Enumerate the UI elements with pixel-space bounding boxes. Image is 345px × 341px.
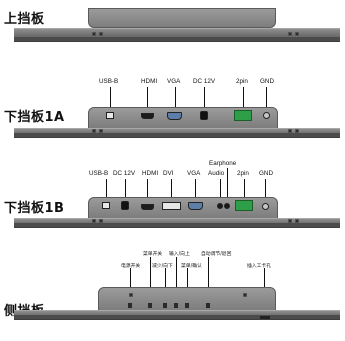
leader-line [175,87,176,109]
hdmi-port [141,204,154,210]
dc-12v-jack [121,201,129,210]
port-label-gnd: GND [260,78,274,85]
screw [288,219,292,223]
port-label-2pin: 2pin [237,170,249,177]
bottom-panel-1b-title: 下挡板1B [4,201,65,216]
leader-line [227,168,228,200]
hdmi-port [141,113,154,119]
top-panel-title: 上挡板 [4,12,45,27]
bottom-panel-1a-body [14,128,340,138]
port-label-audio: Audio [208,170,225,177]
leader-line [106,179,107,200]
leader-line [110,87,111,109]
input-up-button[interactable] [174,303,178,308]
leader-line [265,179,266,200]
screw [288,32,292,36]
port-label-vga: VGA [187,170,201,177]
leader-line [244,179,245,200]
menu-confirm-button[interactable] [185,303,189,308]
screw [99,32,103,36]
2pin-terminal [234,110,252,121]
leader-line [195,179,196,200]
dvi-port [162,202,181,210]
screw [295,219,299,223]
panel-edge [14,315,340,319]
panel-edge [14,37,340,41]
label-menu-confirm: 菜单/确认 [181,264,202,269]
leader-line [171,179,172,200]
leader-line [176,257,177,311]
label-card-slot: 插入工卡孔 [247,264,271,269]
leader-line [208,257,209,311]
screw [92,32,96,36]
dc-12v-jack [200,111,208,120]
leader-line [150,257,151,311]
screw [99,129,103,133]
top-panel-body [14,28,340,42]
leader-line [125,179,126,200]
port-label-usb-b: USB-B [99,78,119,85]
port-label-dc-12v: DC 12V [193,78,216,85]
screw [295,32,299,36]
label-menu-switch: 菜单开关 [143,252,163,257]
label-power-switch: 电源开关 [121,264,141,269]
gnd-screw [263,112,270,119]
leader-line [243,87,244,109]
port-label-usb-b: USB-B [89,170,109,177]
port-label-dvi: DVI [163,170,174,177]
earphone-jack [224,203,230,209]
leader-line [204,87,205,109]
leader-line [266,87,267,109]
gnd-screw [262,203,269,210]
usb-b-port [102,202,110,209]
usb-b-port [106,112,114,119]
audio-jack [217,203,223,209]
panel-edge [14,133,340,137]
top-panel-tray [88,8,276,28]
vga-port [167,112,182,120]
screw [243,293,247,297]
screw [129,293,133,297]
minus-down-button[interactable] [163,303,167,308]
leader-line [220,179,221,200]
leader-line [147,179,148,200]
screw [288,129,292,133]
card-slot[interactable] [260,316,270,319]
port-label-dc-12v: DC 12V [113,170,136,177]
screw [99,219,103,223]
label-minus-down: 减少/向下 [152,264,173,269]
power-button[interactable] [128,303,132,308]
bottom-panel-1a-title: 下挡板1A [4,110,65,125]
screw [92,129,96,133]
port-label-hdmi: HDMI [142,170,159,177]
menu-switch-button[interactable] [148,303,152,308]
label-input-up: 输入/向上 [169,252,190,257]
port-label-hdmi: HDMI [141,78,158,85]
vga-port [188,202,203,210]
panel-edge [14,223,340,227]
label-auto-adjust-back: 自动调节/退回 [201,252,232,257]
port-label-2pin: 2pin [236,78,248,85]
leader-line [147,87,148,109]
earphone-label: Earphone [209,160,237,167]
port-label-vga: VGA [167,78,181,85]
bottom-panel-1b-body [14,218,340,228]
screw [295,129,299,133]
side-panel-body [14,310,340,320]
port-label-gnd: GND [259,170,273,177]
screw [92,219,96,223]
auto-adjust-back-button[interactable] [206,303,210,308]
2pin-terminal [235,200,253,211]
